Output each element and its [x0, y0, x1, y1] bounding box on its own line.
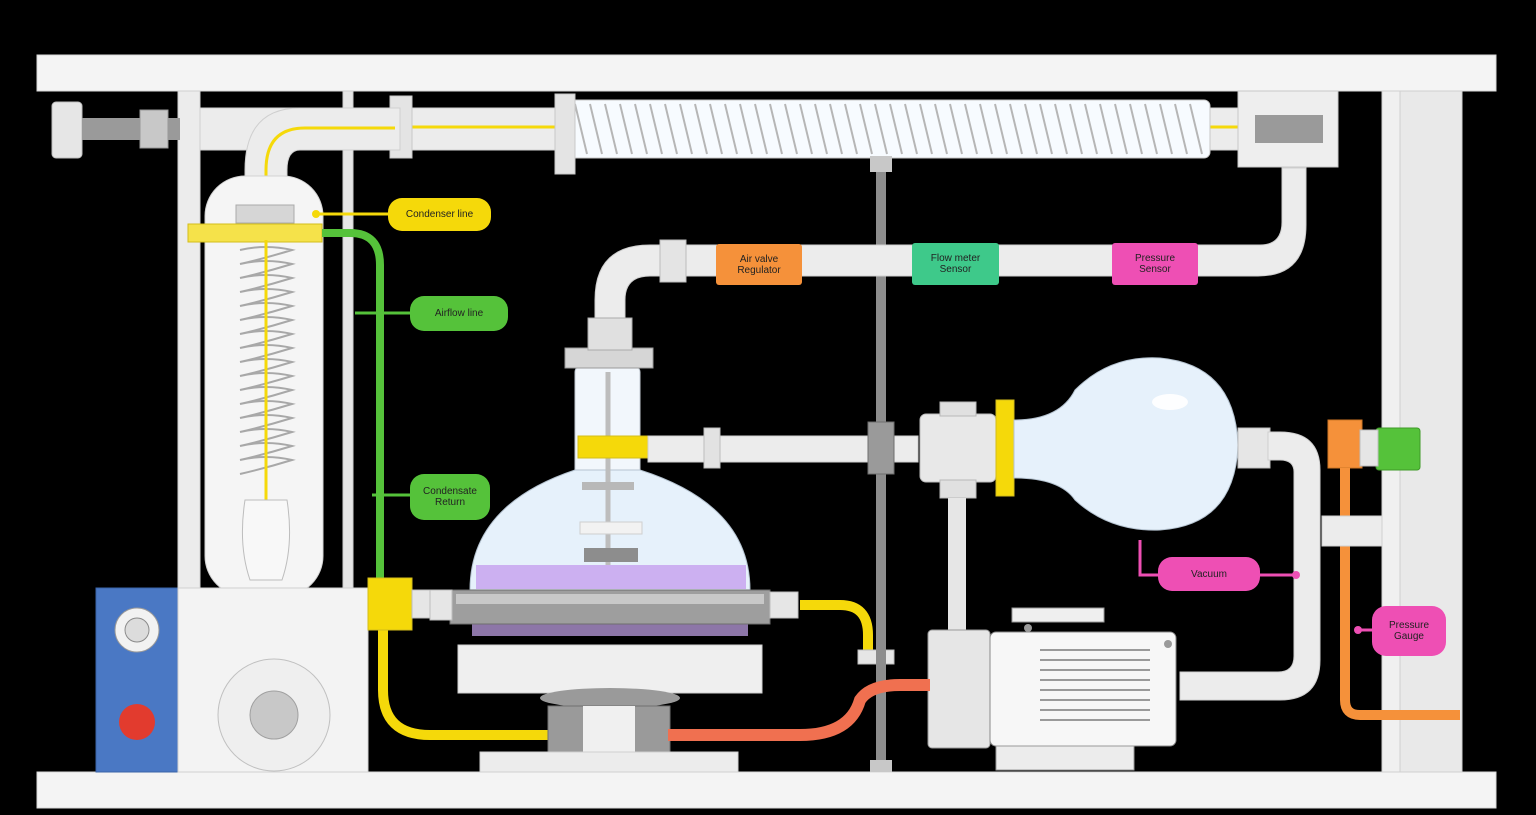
- green-line: [322, 229, 384, 590]
- motor-bolt-2: [1164, 640, 1172, 648]
- stand-foot: [479, 751, 739, 773]
- flask-plate-left-stub: [429, 589, 453, 621]
- frame-top-bar: [36, 54, 1497, 92]
- stand-column-inner: [583, 706, 635, 752]
- motor-feet: [995, 745, 1135, 771]
- frame-bottom-bar: [36, 771, 1497, 809]
- vertical-coil: [239, 246, 296, 475]
- flask-stirrer-ring-2: [579, 521, 643, 535]
- left-elbow-yellow: [264, 126, 395, 210]
- base-motor-hub: [249, 690, 299, 740]
- top-pipe-collar-mid: [554, 93, 576, 175]
- right-loop-pipe: [1179, 431, 1321, 701]
- motor-top-cap: [1011, 607, 1105, 623]
- round-flask-block-top: [939, 401, 977, 417]
- green-sensor-box: [1375, 427, 1421, 471]
- air-valve-label[interactable]: Air valve Regulator: [716, 244, 802, 285]
- motor-fins: [1040, 649, 1150, 721]
- orange-fitting: [1327, 419, 1363, 469]
- panel-dial-inner: [124, 617, 150, 643]
- round-flask-block-bottom: [939, 479, 977, 499]
- orange-line: [1340, 468, 1460, 720]
- vacuum-label: Vacuum: [1158, 557, 1260, 591]
- top-coil: [574, 103, 1203, 155]
- pink-leader-gauge-dot: [1354, 626, 1362, 634]
- flask-liquid: [476, 565, 746, 589]
- flask-stirrer-paddle: [584, 548, 638, 562]
- pink-leader-dot: [1292, 571, 1300, 579]
- round-flask-yellow-collar: [995, 399, 1015, 497]
- central-rod-foot: [870, 760, 892, 772]
- flask-stirrer-ring-1: [582, 482, 634, 490]
- right-wall-stub: [1321, 515, 1383, 547]
- vertical-condenser-bulb: [241, 499, 291, 581]
- mid-connector-cap: [703, 427, 721, 469]
- round-flask-body: [1013, 357, 1239, 531]
- yellow-right-curve: [800, 600, 873, 660]
- yellow-leader-dot: [312, 210, 320, 218]
- round-flask-block: [919, 413, 997, 483]
- mid-rod-clamp: [867, 421, 895, 475]
- pink-leader-vacuum: [1138, 540, 1160, 577]
- pressure-sensor-label[interactable]: Pressure Sensor: [1112, 243, 1198, 285]
- yellow-bottom-line: [378, 620, 555, 740]
- frame-left-inner-post: [342, 90, 354, 662]
- vertical-condenser-cap: [235, 204, 295, 224]
- flask-yellow-clamp: [577, 435, 649, 459]
- airflow-label: Airflow line: [410, 296, 508, 331]
- green-sensor-adapter: [1359, 429, 1379, 467]
- flow-meter-label[interactable]: Flow meter Sensor: [912, 243, 999, 285]
- upper-pipe-collar: [659, 239, 687, 283]
- panel-red-button: [119, 704, 155, 740]
- left-knob: [51, 101, 83, 159]
- motor-bolt-1: [1024, 624, 1032, 632]
- central-rod-top-block: [870, 156, 892, 172]
- round-flask-outlet: [1237, 427, 1271, 469]
- red-line: [668, 679, 930, 741]
- yellow-fitting: [367, 577, 413, 631]
- heater-base-ellipse: [540, 688, 680, 708]
- motor-left-box: [927, 629, 991, 749]
- pressure-gauge-label: Pressure Gauge: [1372, 606, 1446, 656]
- round-flask-shine: [1152, 394, 1188, 410]
- left-knob-nut: [139, 109, 169, 149]
- heater-block: [457, 644, 763, 694]
- condenser-line-label: Condenser line: [388, 198, 491, 231]
- junction-window: [1255, 115, 1323, 143]
- yellow-band: [187, 223, 323, 243]
- flask-support-plate-top: [456, 594, 764, 604]
- flask-top-collar: [564, 347, 654, 369]
- flask-plate-right-stub: [769, 591, 799, 619]
- upper-pipe-collar-2: [587, 317, 633, 351]
- condensate-label: Condensate Return: [410, 474, 490, 520]
